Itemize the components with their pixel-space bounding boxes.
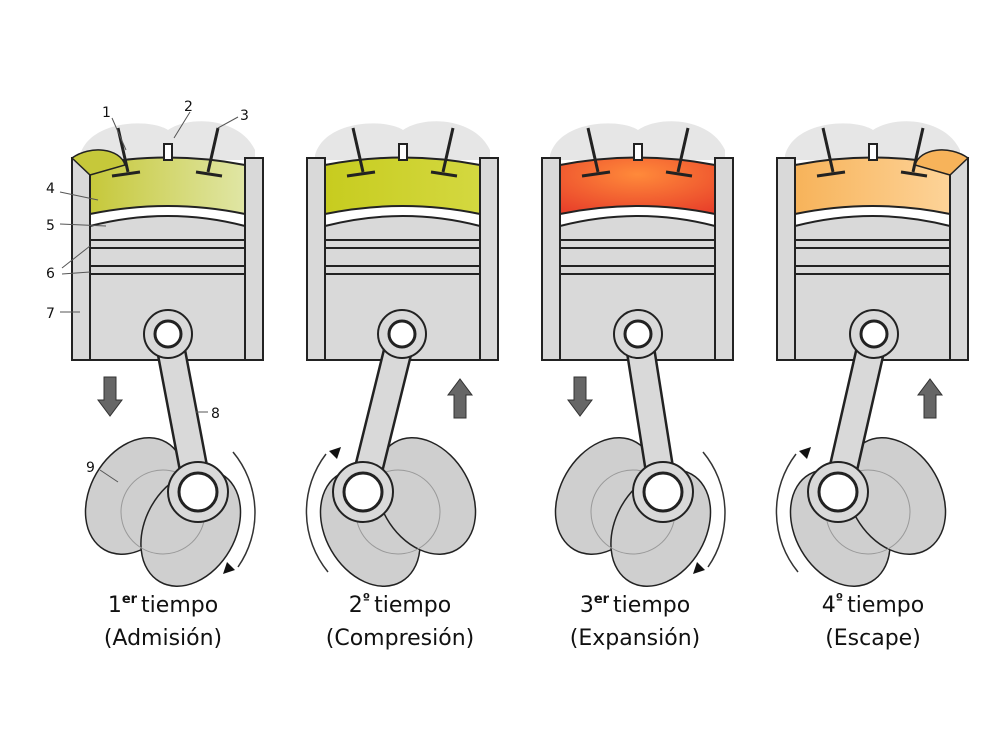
cylinder-wall-left: [71, 157, 91, 361]
combustion-chamber: [559, 156, 716, 216]
rotation-arc: [232, 451, 256, 568]
cylinder-wall-left: [541, 157, 561, 361]
intake-valve: [816, 127, 846, 178]
piston: [89, 215, 246, 361]
exhaust-valve: [900, 127, 928, 178]
part-label-3: 3: [240, 108, 249, 124]
piston: [794, 215, 951, 361]
part-label-9: 9: [86, 460, 95, 476]
intake-valve: [346, 127, 376, 178]
spark-plug: [398, 143, 408, 161]
piston-pin: [859, 319, 889, 349]
intake-valve: [581, 127, 611, 178]
exhaust-valve: [665, 127, 693, 178]
combustion-chamber: [324, 156, 481, 216]
crankshaft: [84, 437, 242, 587]
cylinder-wall-right: [949, 157, 969, 361]
piston-up-arrow-icon: [917, 378, 943, 419]
cylinder-wall-left: [306, 157, 326, 361]
piston: [324, 215, 481, 361]
piston-down-arrow-icon: [567, 376, 593, 417]
crank-pin: [342, 471, 384, 513]
piston-up-arrow-icon: [447, 378, 473, 419]
stroke-name-caption: (Expansión): [570, 626, 700, 651]
cylinder-wall-right: [244, 157, 264, 361]
crank-pin: [817, 471, 859, 513]
rotation-arrow-icon: [799, 447, 811, 459]
exhaust-valve: [430, 127, 458, 178]
cylinder-wall-left: [776, 157, 796, 361]
piston-pin: [153, 319, 183, 349]
piston-pin: [387, 319, 417, 349]
part-labels: 1 2 3 4 5 6 7 8 9: [46, 99, 249, 483]
part-label-6: 6: [46, 266, 55, 282]
piston-down-arrow-icon: [97, 376, 123, 417]
part-label-8: 8: [211, 406, 220, 422]
cylinder-wall-right: [714, 157, 734, 361]
part-label-5: 5: [46, 218, 55, 234]
rotation-arrow-icon: [223, 562, 235, 574]
part-label-2: 2: [184, 99, 193, 115]
rotation-arc: [775, 453, 799, 573]
piston-pin: [623, 319, 653, 349]
crank-pin: [177, 471, 219, 513]
crankshaft: [789, 437, 947, 587]
part-label-7: 7: [46, 306, 55, 322]
part-label-1: 1: [102, 105, 111, 121]
rotation-arc: [305, 453, 329, 573]
rotation-arc: [702, 451, 726, 568]
crankshaft: [554, 437, 712, 587]
stroke-name-caption: (Admisión): [104, 626, 222, 651]
crankshaft: [319, 437, 477, 587]
rotation-arrow-icon: [693, 562, 705, 574]
stroke-name-caption: (Escape): [825, 626, 921, 651]
spark-plug: [163, 143, 173, 161]
cylinder-wall-right: [479, 157, 499, 361]
spark-plug: [868, 143, 878, 161]
exhaust-valve: [195, 127, 223, 178]
spark-plug: [633, 143, 643, 161]
crank-pin: [642, 471, 684, 513]
stroke-name-caption: (Compresión): [326, 626, 474, 651]
rotation-arrow-icon: [329, 447, 341, 459]
piston: [559, 215, 716, 361]
part-label-4: 4: [46, 181, 55, 197]
